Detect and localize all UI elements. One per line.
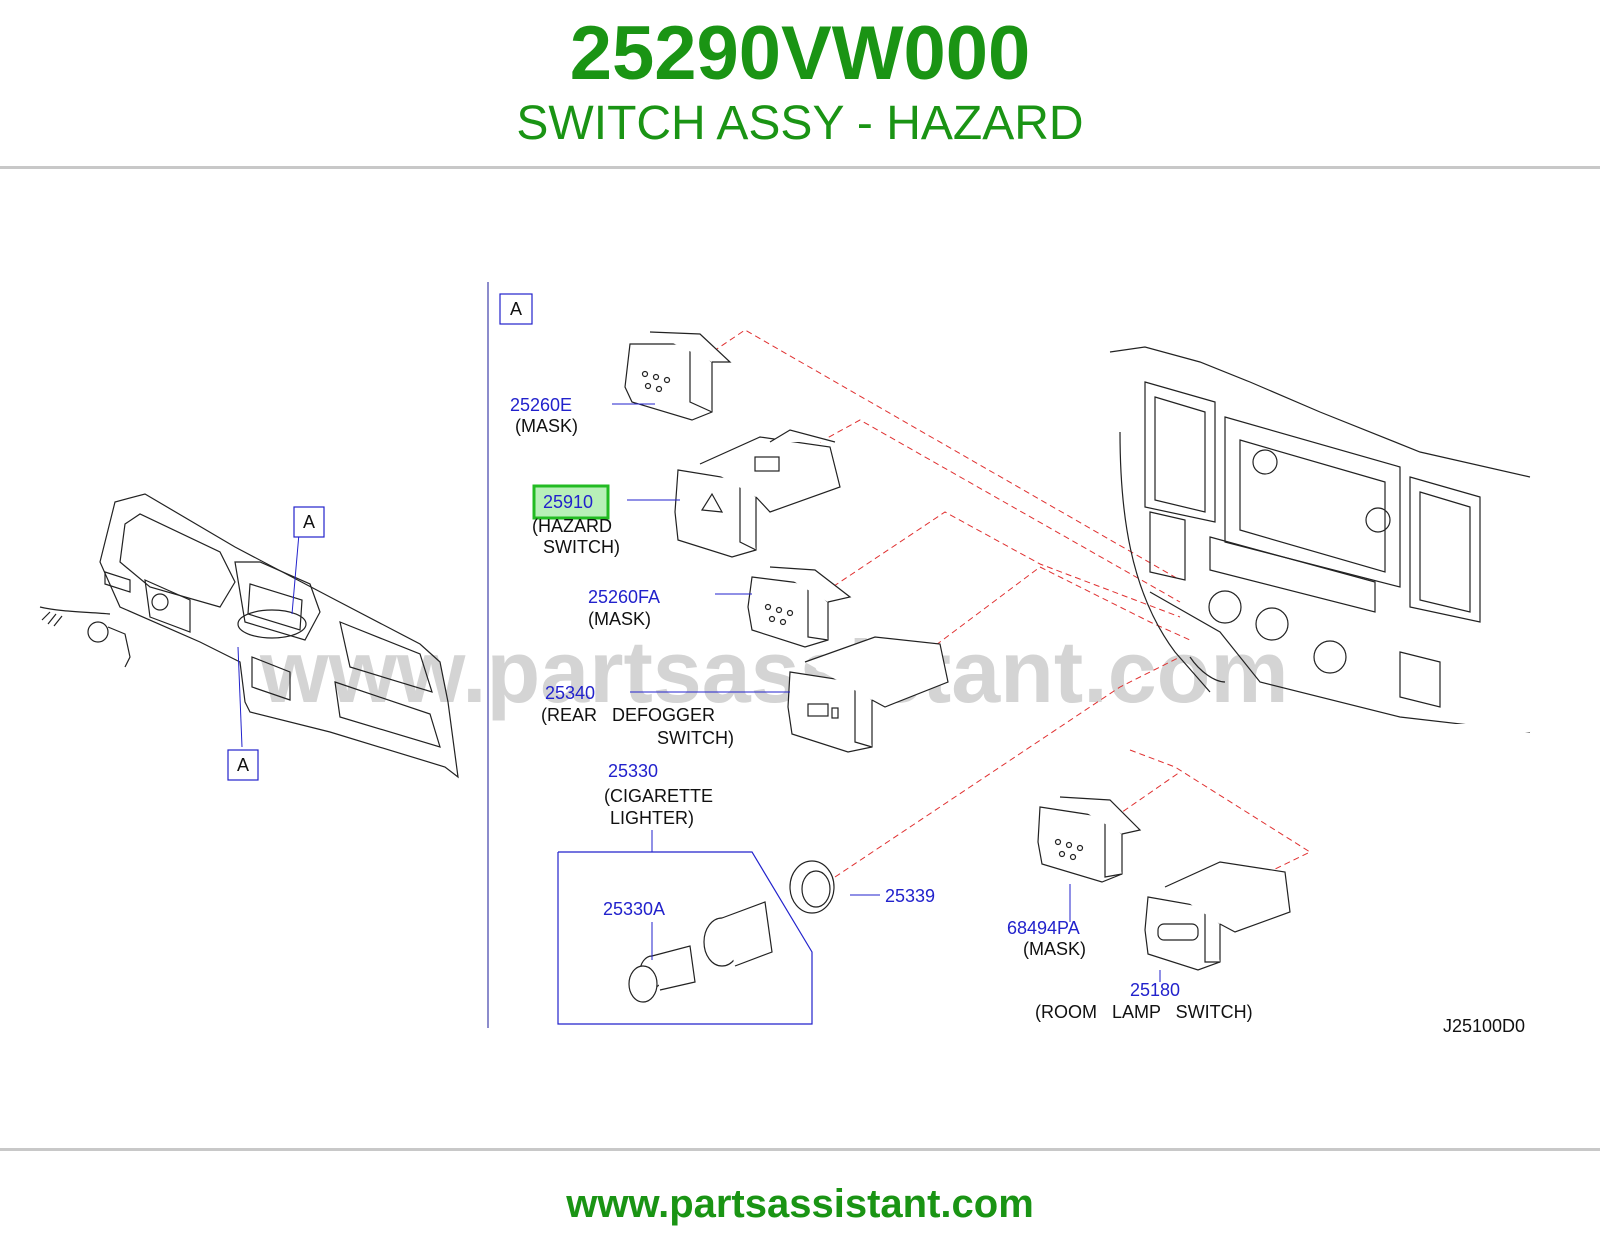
mask-25260fa-drawing [747,566,852,648]
highlighted-part-box [532,484,610,520]
ref-box-a-bottom [227,749,259,781]
part-label-25910[interactable]: 25910 [543,492,593,512]
assembly-leader-lines [704,329,1312,878]
callout-leader-a-bottom [237,646,243,748]
room-lamp-switch-25180-drawing [1144,861,1291,971]
part-desc-25910-line1: (HAZARD [532,516,612,536]
ref-letter-a-detail: A [510,299,522,319]
ref-box-a-detail [499,293,533,325]
ref-box-a-top [293,506,325,538]
parts-diagram: www.partsassistant.com A A A [0,262,1600,1077]
part-label-25339[interactable]: 25339 [885,886,935,906]
part-desc-25260fa: (MASK) [588,609,651,629]
hazard-switch-25910-drawing [674,429,841,558]
ref-letter-a-bottom: A [237,755,249,775]
cigarette-lighter-group-drawing [628,860,835,1003]
header-divider [0,166,1600,169]
part-desc-25180: (ROOM LAMP SWITCH) [1035,1002,1253,1022]
dashboard-overview-drawing [39,493,459,779]
part-desc-25910-line2: SWITCH) [543,537,620,557]
part-number-title: 25290VW000 [569,11,1031,96]
part-leader-lines [612,403,1161,982]
center-console-drawing [1109,346,1531,733]
ref-letter-a-top: A [303,512,315,532]
part-desc-25260e: (MASK) [515,416,578,436]
lighter-group-bracket [557,851,813,1025]
console-cutline [1130,724,1530,732]
part-label-25330[interactable]: 25330 [608,761,658,781]
part-name-subtitle: SWITCH ASSY - HAZARD [516,97,1084,150]
part-desc-25340-line2: SWITCH) [657,728,734,748]
defogger-switch-25340-drawing [787,636,949,753]
mask-25260e-drawing [624,331,732,421]
part-label-25180[interactable]: 25180 [1130,980,1180,1000]
figure-code: J25100D0 [1443,1016,1525,1036]
part-desc-25340-line1: (REAR DEFOGGER [541,705,715,725]
part-desc-25330-line2: LIGHTER) [610,808,694,828]
part-label-25260fa[interactable]: 25260FA [588,587,660,607]
part-label-68494pa[interactable]: 68494PA [1007,918,1080,938]
watermark: www.partsassistant.com [259,622,1289,721]
part-desc-68494pa: (MASK) [1023,939,1086,959]
page-header: 25290VW000 SWITCH ASSY - HAZARD [0,0,1600,168]
part-label-25260e[interactable]: 25260E [510,395,572,415]
footer-divider [0,1148,1600,1151]
part-label-25330a[interactable]: 25330A [603,899,665,919]
footer-url-link[interactable]: www.partsassistant.com [566,1182,1034,1226]
mask-68494pa-drawing [1037,796,1142,883]
part-desc-25330-line1: (CIGARETTE [604,786,713,806]
parts-diagram-svg: www.partsassistant.com A A A [39,282,1531,1036]
part-label-25340[interactable]: 25340 [545,683,595,703]
